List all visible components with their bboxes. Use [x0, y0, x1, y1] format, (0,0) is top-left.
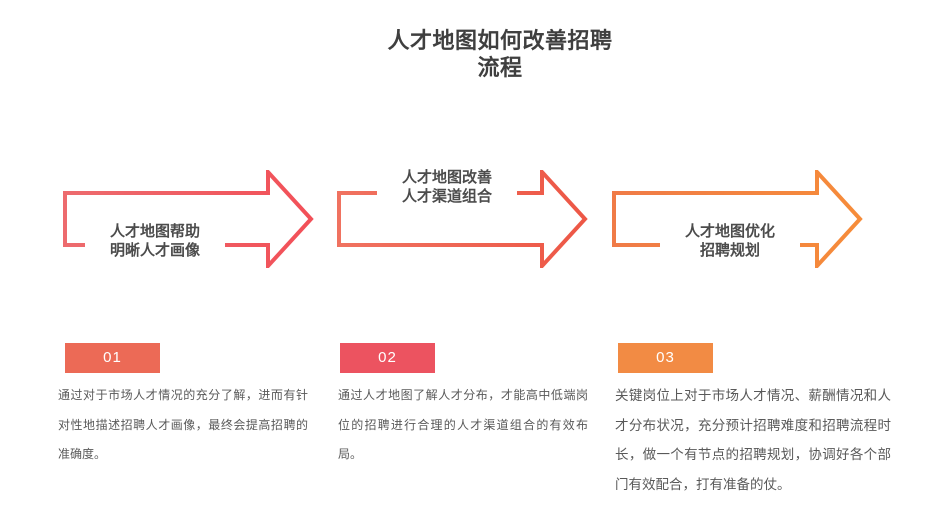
step-description-1: 通过对于市场人才情况的充分了解，进而有针对性地描述招聘人才画像，最终会提高招聘的…	[58, 388, 308, 461]
arrow-label-3-line2: 招聘规划	[699, 242, 760, 259]
arrow-label-1: 人才地图帮助 明晰人才画像	[85, 220, 225, 262]
arrow-label-1-line1: 人才地图帮助	[109, 223, 200, 240]
step-badge-2: 02	[340, 343, 435, 373]
page-title-line2: 流程	[477, 55, 523, 80]
arrow-label-2-line2: 人才渠道组合	[401, 188, 492, 205]
page-title: 人才地图如何改善招聘 流程	[320, 27, 680, 81]
arrow-label-2: 人才地图改善 人才渠道组合	[377, 166, 517, 208]
process-arrow-3	[612, 170, 863, 268]
step-badge-3: 03	[618, 343, 713, 373]
step-badge-1: 01	[65, 343, 160, 373]
arrow-shape-3	[612, 170, 863, 268]
step-description-2: 通过人才地图了解人才分布，才能高中低端岗位的招聘进行合理的人才渠道组合的有效布局…	[338, 388, 588, 461]
page-title-line1: 人才地图如何改善招聘	[387, 28, 613, 53]
arrow-label-1-line2: 明晰人才画像	[109, 242, 200, 259]
arrow-label-3-line1: 人才地图优化	[684, 223, 775, 240]
step-description-3: 关键岗位上对于市场人才情况、薪酬情况和人才分布状况，充分预计招聘难度和招聘流程时…	[615, 388, 891, 492]
arrow-label-2-line1: 人才地图改善	[401, 169, 492, 186]
process-arrow-2	[337, 170, 588, 268]
arrow-label-3: 人才地图优化 招聘规划	[660, 220, 800, 262]
arrow-shape-2	[337, 170, 588, 268]
